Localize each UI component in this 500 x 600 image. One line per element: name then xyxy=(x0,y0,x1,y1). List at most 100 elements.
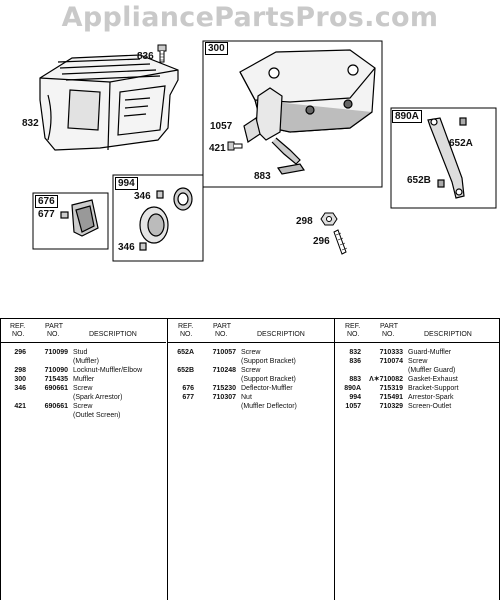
callout-994: 994 xyxy=(115,177,138,190)
header-ref: REF. xyxy=(345,323,361,330)
description-cell: (Outlet Screen) xyxy=(73,412,121,419)
ref-no-cell: 883 xyxy=(349,376,361,383)
header-description: DESCRIPTION xyxy=(89,331,137,338)
table-top-border xyxy=(0,318,500,319)
callout-836: 836 xyxy=(137,51,154,62)
callout-883: 883 xyxy=(254,171,271,182)
description-cell: Screw xyxy=(241,349,261,356)
ref-no-cell: 994 xyxy=(349,394,361,401)
deflector-box xyxy=(32,192,109,250)
header-ref-no: NO. xyxy=(12,331,25,338)
part-no-cell: 710057 xyxy=(212,349,236,356)
description-cell: Screw xyxy=(408,358,428,365)
ref-no-cell: 421 xyxy=(14,403,26,410)
callout-677: 677 xyxy=(38,209,55,220)
ref-no-cell: 836 xyxy=(349,358,361,365)
callout-832: 832 xyxy=(22,118,39,129)
locknut-drawing xyxy=(320,212,338,226)
header-ref: REF. xyxy=(10,323,26,330)
part-no-cell: 710333 xyxy=(379,349,403,356)
description-cell: Screen-Outlet xyxy=(408,403,452,410)
ref-no-cell: 677 xyxy=(182,394,194,401)
callout-346-bottom: 346 xyxy=(118,242,135,253)
bracket-drawing xyxy=(427,117,467,199)
ref-no-cell: 300 xyxy=(14,376,26,383)
part-no-cell: 715491 xyxy=(379,394,403,401)
description-cell: (Support Bracket) xyxy=(241,376,296,383)
header-part: PART xyxy=(380,323,399,330)
header-part: PART xyxy=(213,323,232,330)
ref-no-cell: 890A xyxy=(344,385,361,392)
ref-no-cell: 832 xyxy=(349,349,361,356)
stud-drawing xyxy=(333,229,348,255)
part-no-cell: 690661 xyxy=(44,385,68,392)
screw-421-drawing xyxy=(227,141,243,151)
description-cell: Deflector-Muffler xyxy=(241,385,293,392)
description-cell: Screw xyxy=(241,367,261,374)
callout-300: 300 xyxy=(205,42,228,55)
table-row: 832 710333 Guard-Muffler xyxy=(335,348,500,357)
header-part-no: NO. xyxy=(215,331,228,338)
callout-298: 298 xyxy=(296,216,313,227)
table-header: REF. NO. PART NO. DESCRIPTION xyxy=(0,320,166,342)
callout-1057: 1057 xyxy=(210,121,233,132)
muffler-drawing xyxy=(239,49,376,175)
part-no-cell: 710099 xyxy=(44,349,68,356)
callout-676: 676 xyxy=(35,195,58,208)
part-no-cell: 715230 xyxy=(212,385,236,392)
description-cell: (Spark Arrestor) xyxy=(73,394,123,401)
part-no-cell: 710248 xyxy=(212,367,236,374)
table-row: (Muffler) xyxy=(0,357,166,366)
description-cell: Guard-Muffler xyxy=(408,349,452,356)
parts-diagram xyxy=(32,40,497,262)
ref-no-cell: 346 xyxy=(14,385,26,392)
description-cell: Locknut-Muffler/Elbow xyxy=(73,367,143,374)
table-row: (Spark Arrestor) xyxy=(0,393,166,402)
part-no-cell: 690661 xyxy=(44,403,68,410)
header-part-no: NO. xyxy=(382,331,395,338)
description-cell: (Support Bracket) xyxy=(241,358,296,365)
watermark: AppliancePartsPros.com xyxy=(61,2,439,33)
table-header: REF. NO. PART NO. DESCRIPTION xyxy=(335,320,500,342)
spark-arrestor-drawing xyxy=(139,187,193,251)
table-row: 836 710074 Screw xyxy=(335,357,500,366)
description-cell: Gasket-Exhaust xyxy=(408,376,458,383)
description-cell: Bracket-Support xyxy=(408,385,459,392)
table-row: 421 690661 Screw xyxy=(0,402,166,411)
description-cell: (Muffler) xyxy=(73,358,99,365)
ref-no-cell: 676 xyxy=(182,385,194,392)
callout-421: 421 xyxy=(209,143,226,154)
ref-no-cell: 652B xyxy=(177,367,194,374)
header-ref-no: NO. xyxy=(180,331,193,338)
muffler-box xyxy=(202,40,383,188)
spark-arrestor-box xyxy=(112,174,204,262)
ref-no-cell: 1057 xyxy=(345,403,361,410)
description-cell: Nut xyxy=(241,394,252,401)
deflector-drawing xyxy=(60,199,99,237)
description-cell: Stud xyxy=(73,349,88,356)
description-cell: Muffler xyxy=(73,376,95,383)
header-rule xyxy=(168,342,334,343)
callout-652a: 652A xyxy=(449,138,473,149)
part-no-cell: 710074 xyxy=(379,358,403,365)
bracket-box xyxy=(390,107,497,209)
description-cell: Screw xyxy=(73,403,93,410)
header-ref-no: NO. xyxy=(347,331,360,338)
table-row: 652B 710248 Screw xyxy=(168,366,334,375)
muffler-guard-drawing xyxy=(39,54,179,151)
table-row: (Muffler Deflector) xyxy=(168,402,334,411)
part-no-cell: 710090 xyxy=(44,367,68,374)
